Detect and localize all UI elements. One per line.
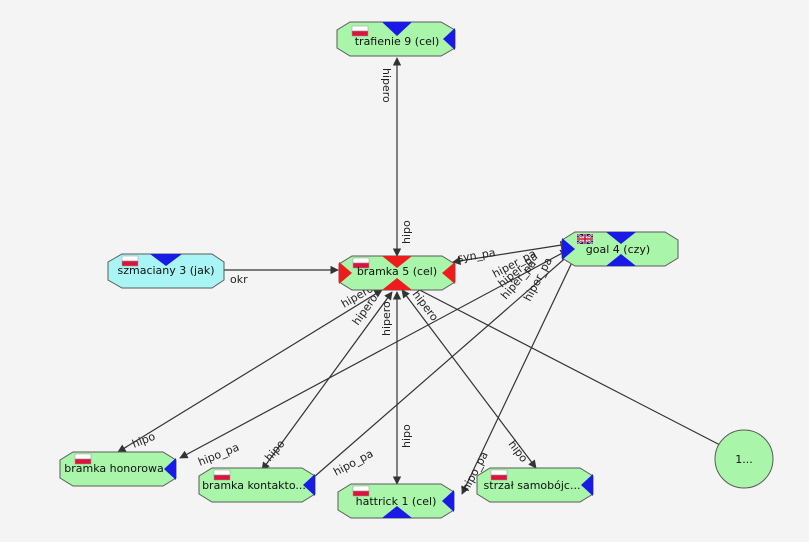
node-szmaciany[interactable]: szmaciany 3 (jak)	[107, 253, 225, 289]
right-marker-icon	[164, 458, 176, 480]
node-honorowa[interactable]: bramka honorowa	[59, 451, 177, 487]
node-label: bramka honorowa	[64, 462, 164, 475]
node-kontakt[interactable]: bramka kontakto...	[198, 467, 316, 503]
bottom-marker-icon	[382, 278, 412, 290]
node-hattrick[interactable]: hattrick 1 (cel)	[337, 483, 455, 519]
left-marker-icon	[339, 262, 352, 284]
top-marker-icon	[150, 254, 182, 266]
edge-label: hipo	[400, 424, 413, 448]
node-more[interactable]: 1...	[714, 429, 774, 489]
edge-label: hipero	[380, 68, 393, 103]
edge-label: hipo	[262, 437, 287, 464]
edge-label: hipo_pa	[331, 447, 375, 479]
top-marker-icon	[606, 232, 636, 244]
edge-label: hipo	[130, 430, 157, 451]
node-label: 1...	[735, 453, 753, 466]
edge-label: hipero	[380, 301, 393, 336]
edge-goal-hattrick[interactable]	[461, 255, 576, 495]
node-bramka[interactable]: bramka 5 (cel)	[338, 255, 456, 291]
node-layer: trafienie 9 (cel) bramka 5 (cel) szmacia…	[59, 21, 774, 519]
node-label: hattrick 1 (cel)	[356, 495, 437, 508]
edge-bramka-more[interactable]	[407, 283, 723, 447]
bottom-marker-icon	[382, 506, 412, 518]
right-marker-icon	[443, 28, 455, 50]
edge-label: hipo	[400, 220, 413, 244]
right-marker-icon	[581, 474, 593, 496]
top-marker-icon	[382, 22, 412, 36]
node-label: bramka kontakto...	[202, 479, 306, 492]
node-strzal[interactable]: strzał samobójc...	[476, 467, 594, 503]
right-marker-icon	[442, 262, 455, 284]
node-label: bramka 5 (cel)	[357, 265, 437, 278]
node-goal[interactable]: goal 4 (czy)	[561, 231, 679, 267]
left-marker-icon	[562, 238, 575, 260]
top-marker-icon	[382, 256, 412, 268]
node-label: goal 4 (czy)	[586, 243, 650, 256]
edge-label: okr	[230, 273, 248, 286]
node-label: strzał samobójc...	[484, 479, 581, 492]
bottom-marker-icon	[606, 254, 636, 266]
edge-layer	[117, 57, 723, 495]
node-label: szmaciany 3 (jak)	[117, 264, 214, 277]
edge-label: hipo_pa	[196, 441, 241, 469]
edge-label: syn_pa	[456, 246, 496, 265]
right-marker-icon	[303, 474, 315, 496]
node-label: trafienie 9 (cel)	[355, 35, 440, 48]
right-marker-icon	[442, 490, 454, 512]
edge-label: hipo	[506, 438, 531, 465]
node-trafienie[interactable]: trafienie 9 (cel)	[336, 21, 456, 57]
